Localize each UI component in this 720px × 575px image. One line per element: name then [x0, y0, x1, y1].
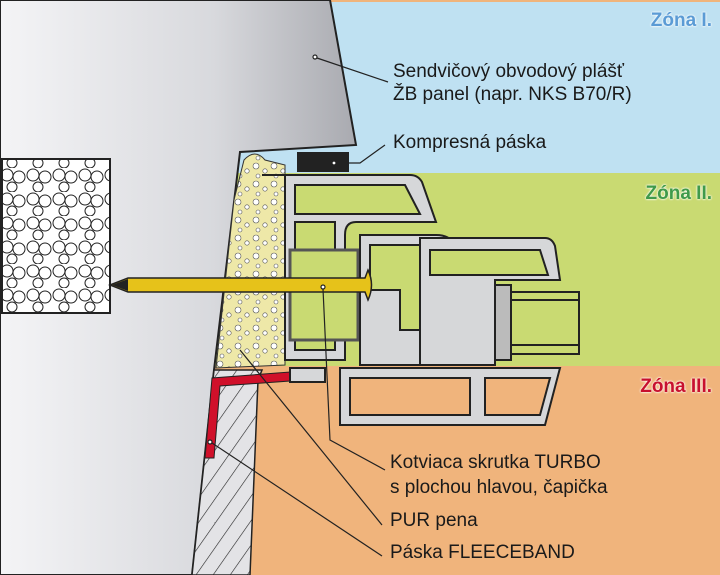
label-compression-tape: Kompresná páska — [393, 132, 547, 153]
insulation-block — [1, 158, 111, 314]
label-panel-line2: ŽB panel (napr. NKS B70/R) — [393, 84, 632, 105]
compression-tape — [297, 152, 349, 172]
label-screw-line2: s plochou hlavou, čapička — [390, 477, 608, 498]
label-screw-line1: Kotviaca skrutka TURBO — [390, 452, 601, 473]
label-pur-foam: PUR pena — [390, 510, 478, 531]
zone-1-label: Zóna I. — [650, 10, 712, 31]
window-frame — [262, 174, 580, 426]
leader-lines — [207, 54, 389, 557]
pur-foam — [215, 153, 286, 369]
label-fleeceband: Páska FLEECEBAND — [390, 542, 575, 563]
label-panel-line1: Sendvičový obvodový plášť — [393, 61, 625, 82]
zone-3-label: Zóna III. — [640, 376, 712, 397]
zone-2-label: Zóna II. — [645, 183, 713, 204]
anchor-screw — [107, 268, 373, 302]
